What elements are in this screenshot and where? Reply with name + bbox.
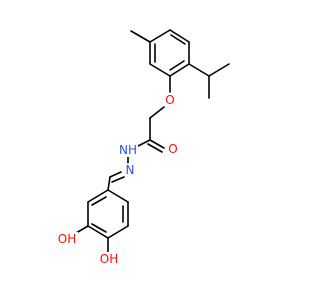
bond [107, 189, 129, 203]
atom-label: O [168, 142, 177, 156]
molecule-structure: O O NH N OH OH [56, 29, 230, 266]
bond [149, 106, 165, 119]
atom-background [56, 232, 78, 246]
linker-chain [107, 75, 171, 191]
top-benzene-ring [149, 29, 190, 77]
atom-background [166, 142, 180, 156]
atom-amide-nitrogen: NH [118, 143, 138, 157]
atom-imine-nitrogen: N [123, 163, 137, 177]
atom-background [163, 93, 177, 107]
atom-hydroxyl-oxygen-1: OH [56, 232, 78, 246]
atom-label: OH [100, 252, 118, 266]
atom-carbonyl-oxygen: O [166, 142, 180, 156]
isopropyl-group [188, 63, 230, 99]
bond [149, 29, 171, 43]
bond [147, 143, 163, 153]
bond [107, 176, 111, 191]
bond [208, 63, 230, 77]
bond [149, 63, 171, 77]
bond [107, 225, 129, 239]
atom-background [98, 252, 120, 266]
atom-ether-oxygen: O [163, 93, 177, 107]
bond [109, 171, 122, 178]
bond [188, 63, 210, 77]
bond [169, 60, 185, 71]
bond [149, 139, 165, 149]
atom-hydroxyl-oxygen-2: OH [98, 252, 120, 266]
bond [170, 34, 186, 45]
atom-label: N [126, 163, 135, 177]
atom-background [123, 163, 137, 177]
atom-label: NH [119, 143, 137, 157]
bond [111, 176, 125, 183]
atom-label: O [165, 93, 174, 107]
bond [87, 189, 109, 203]
bond [91, 223, 107, 233]
bottom-benzene-ring [87, 189, 129, 239]
atom-background [118, 143, 138, 157]
bond [169, 29, 190, 43]
bond [87, 225, 109, 239]
structure-canvas: O O NH N OH OH [56, 29, 230, 266]
methyl-bond [130, 30, 151, 43]
bond [91, 196, 107, 206]
atom-label: OH [58, 232, 76, 246]
bond [169, 63, 190, 77]
